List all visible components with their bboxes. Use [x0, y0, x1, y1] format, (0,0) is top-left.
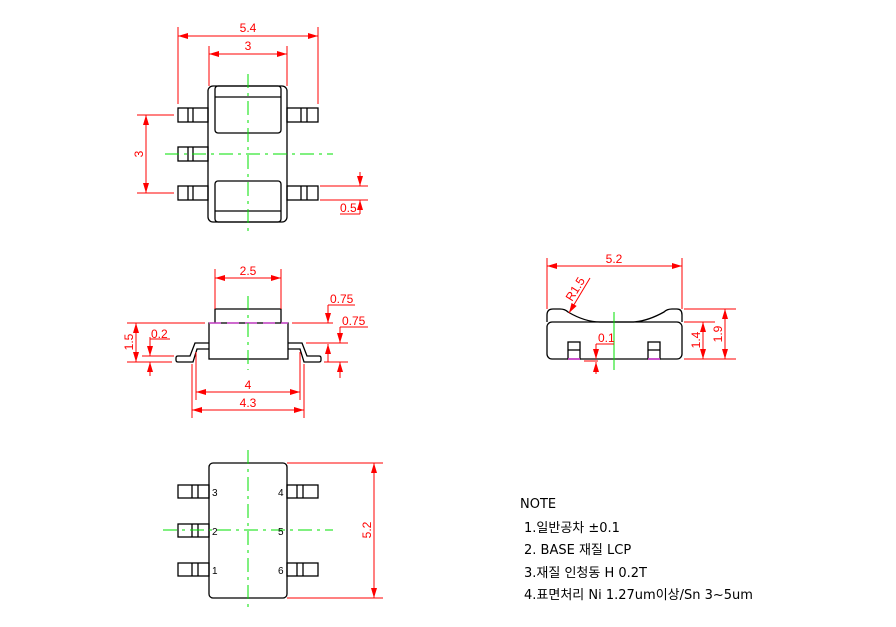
side-view: 5.2 R1.5 0.1 1.4 1.9: [546, 252, 736, 374]
bottom-view: 3 2 1 4 5 6 5.2: [163, 450, 383, 612]
dim-gap: 0.1: [598, 331, 615, 345]
bottom-right-leads: [286, 484, 319, 577]
pin-label-6: 6: [278, 566, 284, 577]
dim-height: 1.5: [122, 333, 136, 350]
pin-label-3: 3: [212, 488, 218, 499]
dim-lead-span-outer: 4.3: [240, 396, 257, 410]
front-left-lead: [175, 342, 209, 363]
notes-block: NOTE 1.일반공차 ±0.1 2. BASE 재질 LCP 3.재질 인청동…: [520, 494, 753, 608]
pin-label-1: 1: [212, 566, 218, 577]
dim-side-width: 5.2: [606, 252, 623, 266]
dim-radius: R1.5: [563, 274, 588, 303]
dim-standoff: 0.2: [151, 327, 168, 341]
dim-lead-width: 0.5: [340, 201, 357, 215]
dim-top-step: 0.75: [330, 292, 354, 306]
note-item: 4.표면처리 Ni 1.27um이상/Sn 3~5um: [524, 588, 753, 603]
dim-pin-pitch: 3: [132, 150, 146, 157]
dim-bottom-length: 5.2: [360, 521, 374, 538]
dim-lead-span-inner: 4: [245, 378, 252, 392]
dim-body-width: 3: [245, 39, 252, 53]
dim-top-width: 2.5: [240, 264, 257, 278]
note-item: 2. BASE 재질 LCP: [524, 543, 632, 558]
pin-label-2: 2: [212, 527, 218, 538]
top-view: 5.4 3 3 0.5: [132, 21, 368, 235]
dim-overall-width: 5.4: [240, 21, 257, 35]
side-pads: [567, 341, 661, 360]
dim-body-height: 1.4: [689, 331, 703, 348]
top-left-leads: [177, 107, 209, 201]
note-item: 1.일반공차 ±0.1: [524, 520, 620, 536]
pin-label-4: 4: [278, 488, 284, 499]
dim-lead-height: 0.75: [342, 314, 366, 328]
pin-label-5: 5: [278, 527, 284, 538]
front-view: 2.5 1.5 0.2 0.75 0.75 4 4.3: [122, 264, 368, 418]
front-right-lead: [288, 342, 322, 363]
notes-title: NOTE: [520, 497, 557, 512]
dim-total-height: 1.9: [711, 325, 725, 342]
top-right-leads: [286, 107, 319, 201]
note-item: 3.재질 인청동 H 0.2T: [524, 565, 647, 581]
